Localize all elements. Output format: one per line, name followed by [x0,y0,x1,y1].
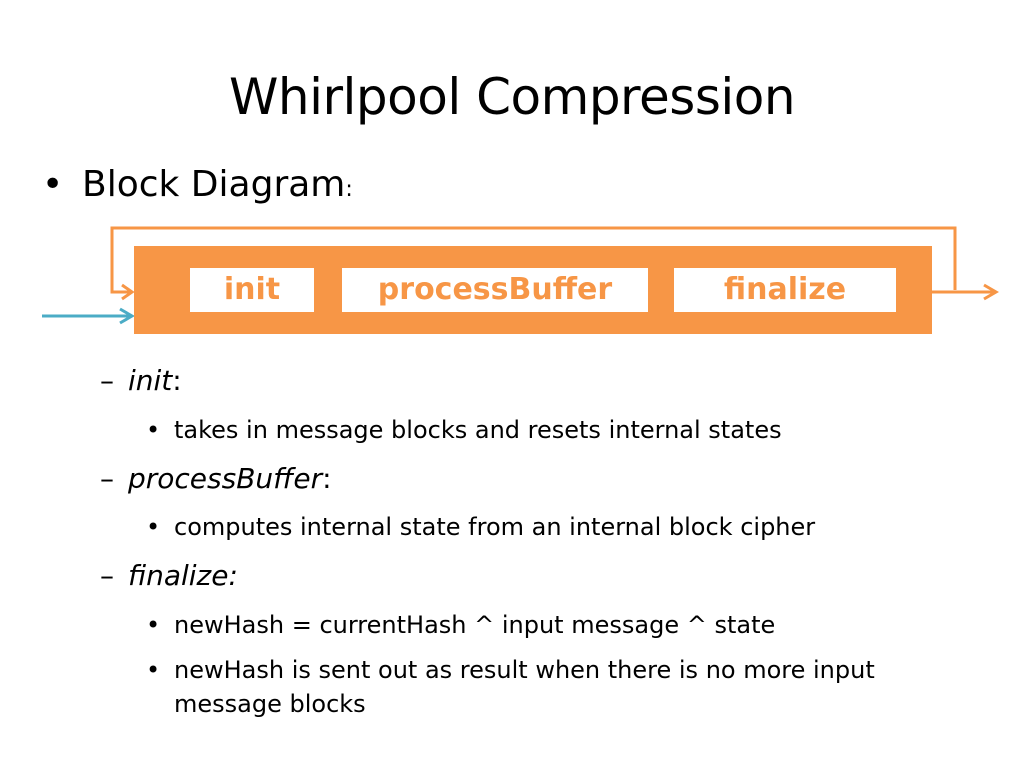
detail-text: newHash = currentHash ^ input message ^ … [174,611,776,639]
output-arrowhead [983,283,999,301]
dash-marker: – [100,559,114,592]
slide-title: Whirlpool Compression [228,68,796,126]
feedback-loop-arrowhead [121,283,135,301]
block-diagram: init processBuffer finalize [0,0,1024,360]
item-suffix: : [172,364,182,397]
detail-text: newHash is sent out as result when there… [174,656,875,718]
compression-block: init processBuffer finalize [134,246,932,334]
bullet-text: Block Diagram [82,164,346,205]
dash-marker: – [100,462,114,495]
bullet-colon: : [345,177,353,202]
input-arrowhead [119,307,135,325]
detail-processbuffer: • computes internal state from an interna… [146,510,815,544]
stage-finalize: finalize [674,268,896,312]
detail-finalize-2: • newHash is sent out as result when ther… [146,653,914,721]
bullet-dot: • [146,416,161,444]
bullet-dot: • [146,513,161,541]
item-finalize: –finalize: [100,557,238,595]
bullet-dot: • [146,656,161,684]
detail-text: computes internal state from an internal… [174,513,816,541]
bullet-block-diagram: • Block Diagram: [42,160,353,215]
item-init: –init: [100,362,182,400]
dash-marker: – [100,364,114,397]
item-term: init [128,364,173,397]
item-term: processBuffer [128,462,323,495]
item-processbuffer: –processBuffer: [100,460,332,498]
detail-text: takes in message blocks and resets inter… [174,416,782,444]
detail-init: • takes in message blocks and resets inte… [146,413,782,447]
bullet-dot: • [42,164,64,205]
detail-finalize-1: • newHash = currentHash ^ input message ^… [146,608,775,642]
stage-init: init [190,268,314,312]
item-term: finalize: [128,559,238,592]
item-suffix: : [322,462,332,495]
bullet-dot: • [146,611,161,639]
stage-processbuffer: processBuffer [342,268,648,312]
